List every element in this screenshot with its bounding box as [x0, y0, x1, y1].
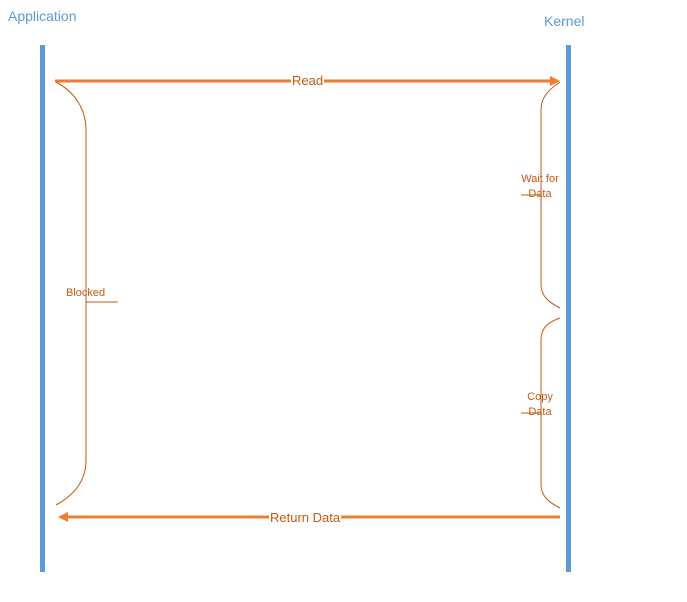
application-title: Application [8, 8, 77, 24]
kernel-lifeline [566, 45, 571, 572]
read-label: Read [291, 73, 325, 88]
copy-data-label: Copy Data [527, 391, 553, 418]
wait-for-data-brace [540, 81, 561, 309]
return-data-label: Return Data [269, 510, 342, 525]
kernel-title: Kernel [544, 13, 585, 29]
blocked-brace [55, 81, 87, 506]
wait-for-data-label: Wait for Data [521, 173, 559, 200]
application-lifeline [40, 45, 45, 572]
blocked-label: Blocked [66, 287, 106, 299]
